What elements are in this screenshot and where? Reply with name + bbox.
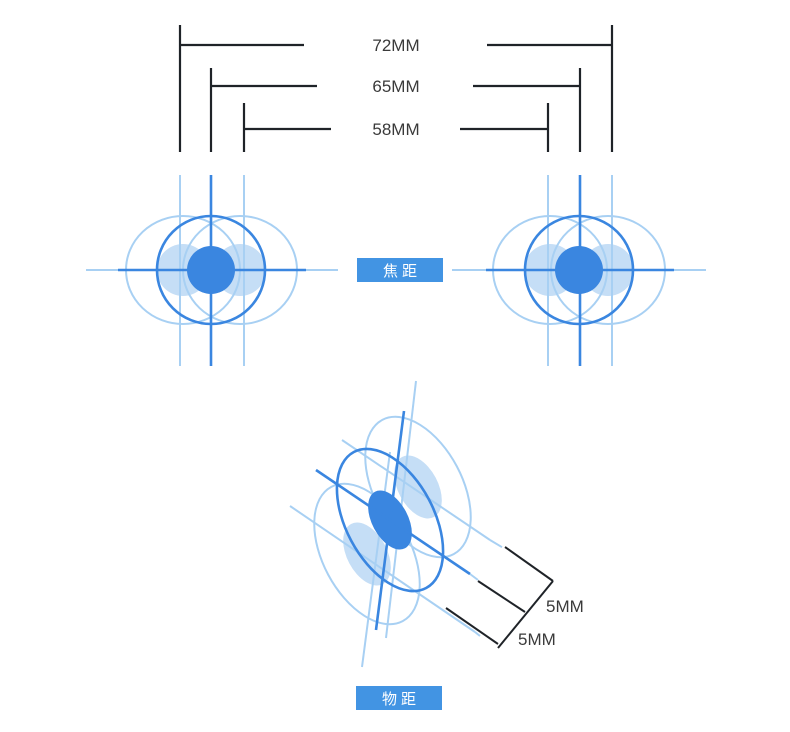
dash-upper xyxy=(489,539,511,553)
bracket-65-right xyxy=(473,68,582,152)
diagonal-axis-main xyxy=(315,468,471,576)
bracket-72-right xyxy=(487,25,614,152)
tag-focal-length xyxy=(357,258,443,282)
label-5mm-upper: 5MM xyxy=(546,597,584,616)
offset-line-mid xyxy=(477,580,526,613)
offset-line-upper xyxy=(504,546,554,582)
dash-lower xyxy=(474,631,481,637)
offset-dimension-lines xyxy=(445,546,554,649)
dimension-brackets xyxy=(178,25,614,152)
offset-ticks-line xyxy=(497,580,554,649)
dash-mid xyxy=(469,573,479,581)
offset-line-lower xyxy=(445,607,499,645)
tag-focal-length-label: 焦距 xyxy=(383,262,421,280)
tag-object-distance xyxy=(356,686,442,710)
tilted-axis-lower xyxy=(361,451,391,668)
bracket-58-right xyxy=(460,103,550,152)
bracket-65-left xyxy=(209,68,317,152)
lens-group-right xyxy=(452,175,706,366)
tilted-lens-main-ring xyxy=(335,447,445,593)
bracket-72-left xyxy=(178,25,304,152)
bracket-58-left xyxy=(242,103,331,152)
diagonal-axis-light-upper xyxy=(341,439,491,541)
label-65mm: 65MM xyxy=(372,77,419,96)
label-5mm-lower: 5MM xyxy=(518,630,556,649)
tag-object-distance-label: 物距 xyxy=(382,690,420,708)
label-72mm: 72MM xyxy=(372,36,419,55)
label-58mm: 58MM xyxy=(372,120,419,139)
lens-group-left xyxy=(86,175,338,366)
object-distance-group xyxy=(289,380,511,668)
